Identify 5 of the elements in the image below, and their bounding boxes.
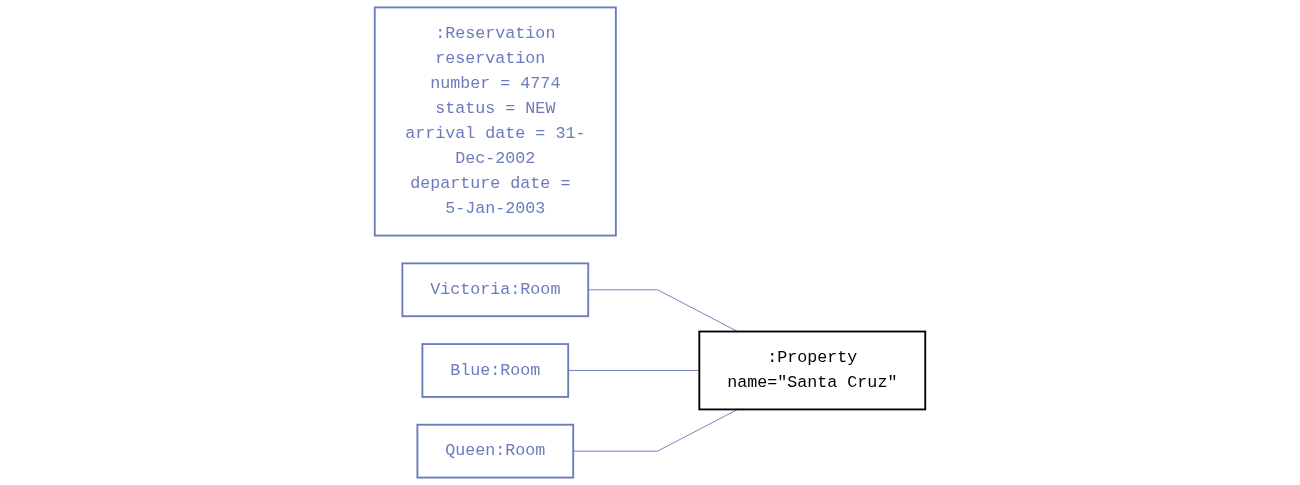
node-box: Blue:Room bbox=[421, 343, 570, 398]
node-box: Queen:Room bbox=[416, 423, 575, 479]
node-box: :Reservation reservation number = 4774 status = NEW arrival date = 31-Dec-2002 departure date = 5-Jan-2003 bbox=[373, 6, 617, 237]
node-box: Victoria:Room bbox=[401, 262, 590, 318]
node-box: :Property name="Santa Cruz" bbox=[698, 330, 927, 411]
